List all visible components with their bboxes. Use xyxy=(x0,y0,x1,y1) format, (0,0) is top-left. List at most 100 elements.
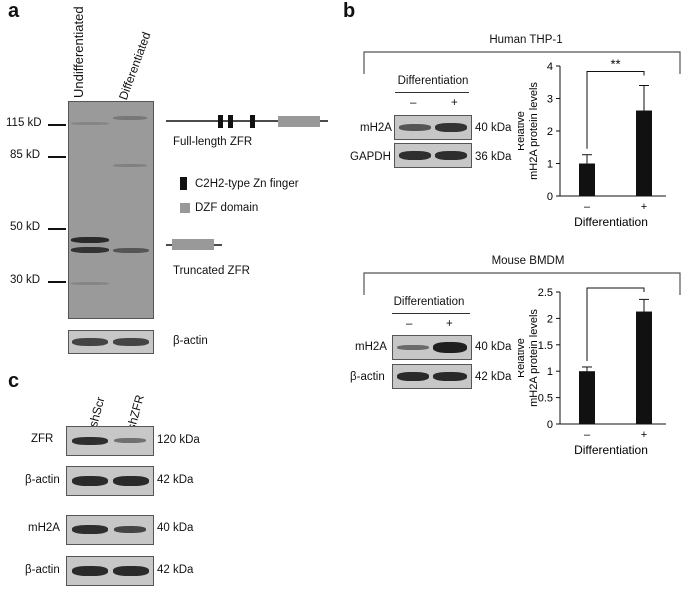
human-row2-size: 36 kDa xyxy=(475,151,512,163)
human-minus: – xyxy=(410,97,417,109)
actin-blot-a xyxy=(68,330,154,354)
x-tick-label: + xyxy=(641,201,647,213)
y-tick-label: 1 xyxy=(547,159,553,171)
lane-label-shscr: shScr xyxy=(86,395,108,429)
mouse-row1-size: 40 kDa xyxy=(475,341,512,353)
blot-band xyxy=(397,345,429,350)
y-tick-label: 0 xyxy=(547,191,553,203)
gel-band xyxy=(71,282,109,285)
bar xyxy=(636,110,652,196)
panel-b-letter: b xyxy=(343,0,356,22)
bar xyxy=(636,311,652,424)
lane-label-differentiated: Differentiated xyxy=(116,30,154,102)
y-tick-label: 4 xyxy=(547,61,553,73)
full-length-zfr-diagram xyxy=(166,115,328,128)
mouse-row2-protein: β-actin xyxy=(350,371,385,383)
panel-a-letter: a xyxy=(8,0,20,22)
gel-band xyxy=(71,237,109,243)
dzf-legend-icon xyxy=(180,203,190,213)
c-actin-blot-2 xyxy=(66,556,154,586)
c-zfr-blot xyxy=(66,426,154,456)
x-axis-label: Differentiation xyxy=(574,443,648,457)
blot-band xyxy=(397,372,429,381)
significance-bracket xyxy=(586,287,645,361)
c-row4-protein: β-actin xyxy=(25,564,60,576)
human-row1-size: 40 kDa xyxy=(475,122,512,134)
gel-band xyxy=(113,248,149,253)
zn-finger-legend-icon xyxy=(180,177,187,190)
dzf-legend-label: DZF domain xyxy=(195,202,259,214)
gel-band xyxy=(113,116,147,120)
mouse-mh2a-blot xyxy=(392,335,472,360)
significance-label: ** xyxy=(610,57,620,72)
zn-finger-legend-label: C2H2-type Zn finger xyxy=(195,178,299,190)
human-bracket xyxy=(363,51,681,74)
bar xyxy=(579,163,595,196)
human-row1-protein: mH2A xyxy=(360,122,392,134)
mouse-header-underline xyxy=(392,313,470,314)
mouse-bmdm-title: Mouse BMDM xyxy=(491,255,565,267)
marker-tick xyxy=(48,281,66,283)
marker-85: 85 kD xyxy=(10,149,41,161)
gel-image xyxy=(68,101,154,319)
c-row3-protein: mH2A xyxy=(28,522,60,534)
mouse-row2-size: 42 kDa xyxy=(475,371,512,383)
human-gapdh-blot xyxy=(394,143,472,168)
blot-band xyxy=(114,438,146,443)
blot-band xyxy=(433,342,467,353)
human-differentiation-header: Differentiation xyxy=(397,75,469,87)
blot-band xyxy=(114,526,146,533)
y-tick-label: 0 xyxy=(547,419,553,431)
blot-band xyxy=(72,566,108,576)
c-row4-size: 42 kDa xyxy=(157,564,194,576)
gel-band xyxy=(113,164,147,167)
gel-band xyxy=(71,247,109,253)
human-header-underline xyxy=(395,92,469,93)
blot-band xyxy=(433,372,467,381)
y-tick-label: 0.5 xyxy=(538,393,553,405)
c-row2-size: 42 kDa xyxy=(157,474,194,486)
panel-c-letter: c xyxy=(8,370,20,392)
gel-band xyxy=(71,122,109,125)
y-tick-label: 3 xyxy=(547,94,553,106)
c-actin-blot-1 xyxy=(66,466,154,496)
blot-band xyxy=(113,338,149,346)
human-thp1-title: Human THP-1 xyxy=(489,34,563,46)
marker-115: 115 kD xyxy=(6,117,42,129)
blot-band xyxy=(399,124,431,131)
blot-band xyxy=(435,123,467,132)
marker-tick xyxy=(48,124,66,126)
y-axis-label-line: Relative xyxy=(518,111,527,151)
mouse-row1-protein: mH2A xyxy=(355,341,387,353)
truncated-zfr-label: Truncated ZFR xyxy=(173,265,250,277)
lane-label-undifferentiated: Undifferentiated xyxy=(71,6,86,98)
blot-band xyxy=(72,338,108,346)
blot-band xyxy=(72,437,108,445)
human-plus: + xyxy=(451,97,458,109)
y-axis-label: RelativemH2A protein levels xyxy=(518,82,540,180)
blot-band xyxy=(72,476,108,486)
x-tick-label: – xyxy=(584,429,591,441)
c-row1-size: 120 kDa xyxy=(157,434,200,446)
blot-band xyxy=(113,566,149,576)
actin-label-a: β-actin xyxy=(173,335,208,347)
y-axis-label-line: mH2A protein levels xyxy=(528,309,540,407)
blot-band xyxy=(113,476,149,486)
c-mh2a-blot xyxy=(66,515,154,545)
y-tick-label: 2 xyxy=(547,313,553,325)
significance-bracket xyxy=(586,71,645,149)
y-axis-label: RelativemH2A protein levels xyxy=(518,309,540,407)
blot-band xyxy=(399,151,431,160)
y-tick-label: 1 xyxy=(547,366,553,378)
human-row2-protein: GAPDH xyxy=(350,151,391,163)
c-row3-size: 40 kDa xyxy=(157,522,194,534)
mouse-minus: – xyxy=(406,318,413,330)
y-tick-label: 1.5 xyxy=(538,340,553,352)
marker-tick xyxy=(48,156,66,158)
truncated-zfr-diagram xyxy=(166,239,222,250)
x-tick-label: + xyxy=(641,429,647,441)
mouse-bracket xyxy=(363,272,681,295)
y-axis-label-line: mH2A protein levels xyxy=(528,82,540,180)
